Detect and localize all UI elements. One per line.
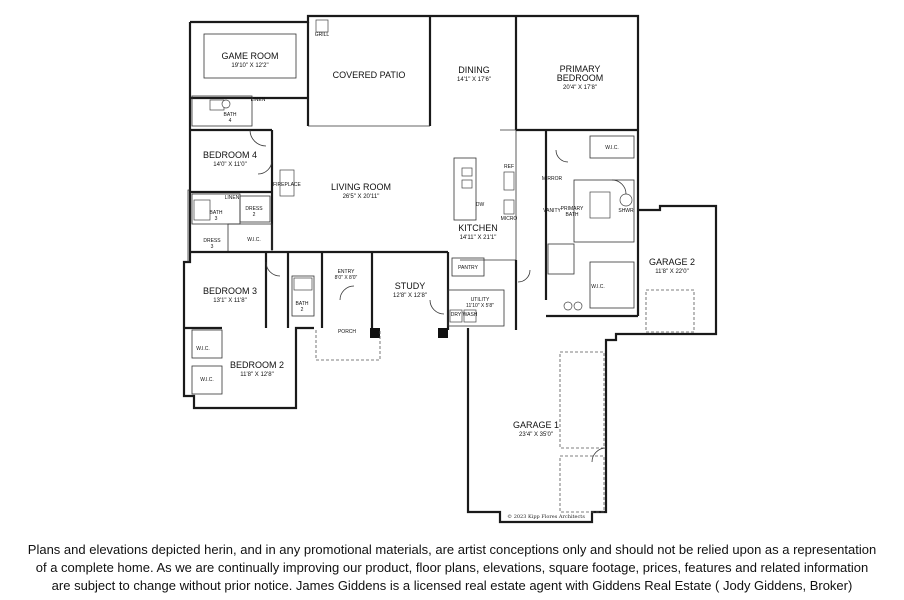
dry-label: DRY xyxy=(451,312,462,318)
interior-walls xyxy=(184,16,695,513)
linen-mid-label: LINEN xyxy=(225,195,240,201)
vanity-label: VANITY xyxy=(543,208,561,214)
kitchen-label: KITCHEN xyxy=(458,223,498,233)
utility-label: UTILITY xyxy=(471,297,490,303)
garage1-label: GARAGE 1 xyxy=(513,420,559,430)
fireplace-label: FIREPLACE xyxy=(273,182,301,188)
pantry-label: PANTRY xyxy=(458,265,478,271)
dress3-num: 3 xyxy=(211,244,214,250)
garage1-dim: 23'4" X 35'0" xyxy=(519,432,553,438)
bath3-num: 3 xyxy=(215,216,218,222)
entry-label: ENTRY xyxy=(338,269,356,275)
room-labels: GAME ROOM 19'10" X 12'2" COVERED PATIO D… xyxy=(196,51,695,438)
bedroom3-label: BEDROOM 3 xyxy=(203,286,257,296)
wic-bed3-label: W.I.C. xyxy=(196,346,210,352)
study-dim: 12'8" X 12'8" xyxy=(393,293,427,299)
micro-label: MICRO xyxy=(501,216,518,222)
bath4-label: BATH xyxy=(224,112,237,118)
exterior-walls xyxy=(182,14,718,524)
bedroom4-label: BEDROOM 4 xyxy=(203,150,257,160)
living-room-dim: 26'5" X 20'11" xyxy=(343,194,380,200)
bedroom3-dim: 13'1" X 11'8" xyxy=(213,298,246,304)
dress2-label: DRESS xyxy=(245,206,263,212)
primary-wic-top-label: W.I.C. xyxy=(605,145,619,151)
bath3-label: BATH xyxy=(210,210,223,216)
dress2-num: 2 xyxy=(253,212,256,218)
bath4-num: 4 xyxy=(229,118,232,124)
primary-bedroom-label-1: PRIMARY xyxy=(560,64,601,74)
disclaimer-line-3: are subject to change without prior noti… xyxy=(51,578,853,593)
primary-bath-label-1: PRIMARY xyxy=(561,206,584,212)
dw-label: DW xyxy=(476,202,485,208)
covered-patio-label: COVERED PATIO xyxy=(333,70,406,80)
disclaimer-line-2: of a complete home. As we are continuall… xyxy=(35,560,869,575)
kitchen-dim: 14'11" X 21'1" xyxy=(460,235,497,241)
mirror-label: MIRROR xyxy=(542,176,563,182)
wic-bed4-label: W.I.C. xyxy=(247,237,261,243)
linen-top-label: LINEN xyxy=(251,97,266,103)
dining-label: DINING xyxy=(458,65,490,75)
living-room-label: LIVING ROOM xyxy=(331,182,391,192)
porch-label: PORCH xyxy=(338,329,356,335)
wash-label: WASH xyxy=(463,312,478,318)
dining-dim: 14'1" X 17'6" xyxy=(457,77,491,83)
fixture-labels: GRILL LINEN LINEN REF DW MICRO DRY WASH … xyxy=(225,32,634,318)
primary-bedroom-dim: 20'4" X 17'8" xyxy=(563,85,597,91)
primary-bath-label-2: BATH xyxy=(566,212,579,218)
primary-wic-bottom-label: W.I.C. xyxy=(591,284,605,290)
game-room-dim: 19'10" X 12'2" xyxy=(231,63,268,69)
copyright-label: © 2023 Kipp Flores Architects xyxy=(507,513,585,520)
game-room-label: GAME ROOM xyxy=(221,51,278,61)
garage2-label: GARAGE 2 xyxy=(649,257,695,267)
bath2-label: BATH xyxy=(296,301,309,307)
ref-label: REF xyxy=(504,164,514,170)
shwr-label: SHWR xyxy=(618,208,634,214)
bedroom2-label: BEDROOM 2 xyxy=(230,360,284,370)
study-label: STUDY xyxy=(395,281,426,291)
dress3-label: DRESS xyxy=(203,238,221,244)
entry-dim: 8'0" X 8'0" xyxy=(335,275,358,281)
bath2-num: 2 xyxy=(301,307,304,313)
bedroom4-dim: 14'0" X 11'0" xyxy=(213,162,246,168)
bedroom2-dim: 11'8" X 12'8" xyxy=(240,372,273,378)
disclaimer: Plans and elevations depicted herin, and… xyxy=(8,541,896,595)
disclaimer-line-1: Plans and elevations depicted herin, and… xyxy=(27,542,877,557)
primary-bedroom-label-2: BEDROOM xyxy=(557,73,604,83)
grill-label: GRILL xyxy=(315,32,330,38)
utility-dim: 11'10" X 5'8" xyxy=(466,303,494,309)
wic-bed2-label: W.I.C. xyxy=(200,377,214,383)
garage2-dim: 11'8" X 22'0" xyxy=(655,269,688,275)
floor-plan: GAME ROOM 19'10" X 12'2" COVERED PATIO D… xyxy=(182,14,718,524)
